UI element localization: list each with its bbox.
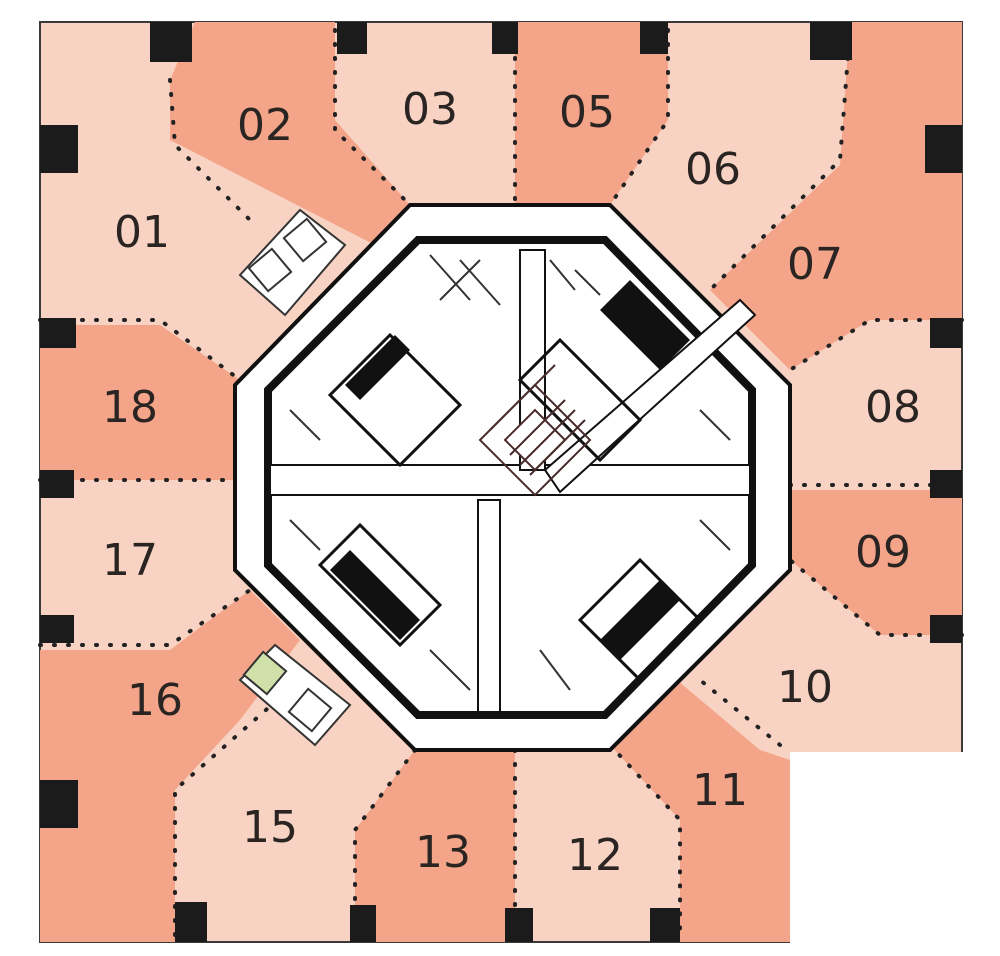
unit-13-area[interactable] [355,750,515,942]
blank-corner [790,752,1000,956]
unit-label-06: 06 [685,144,741,195]
unit-label-09: 09 [855,527,911,578]
unit-label-13: 13 [415,827,471,878]
unit-labels: 01 02 03 05 06 07 08 09 10 11 12 13 15 1… [102,84,921,881]
unit-label-05: 05 [559,87,615,138]
unit-label-12: 12 [567,830,623,881]
unit-16-area[interactable] [40,590,300,942]
unit-label-16: 16 [127,675,183,726]
unit-label-15: 15 [242,802,298,853]
core-details [289,254,731,691]
unit-label-03: 03 [402,84,458,135]
unit-11-area[interactable] [610,670,790,942]
lobby-fixtures [238,208,352,747]
unit-07-area[interactable] [710,22,962,370]
elevator-banks [317,280,703,683]
unit-label-18: 18 [102,382,158,433]
partition-lines [38,28,964,937]
unit-label-07: 07 [787,239,843,290]
unit-05-area[interactable] [515,22,668,205]
unit-label-11: 11 [692,765,748,816]
unit-09-area[interactable] [790,490,962,635]
unit-18-area[interactable] [40,325,240,480]
central-stair [478,364,592,497]
unit-label-10: 10 [777,662,833,713]
unit-label-02: 02 [237,100,293,151]
columns [40,22,962,942]
unit-label-08: 08 [865,382,921,433]
unit-02-area[interactable] [170,22,410,245]
unit-label-01: 01 [114,207,170,258]
unit-label-17: 17 [102,535,158,586]
